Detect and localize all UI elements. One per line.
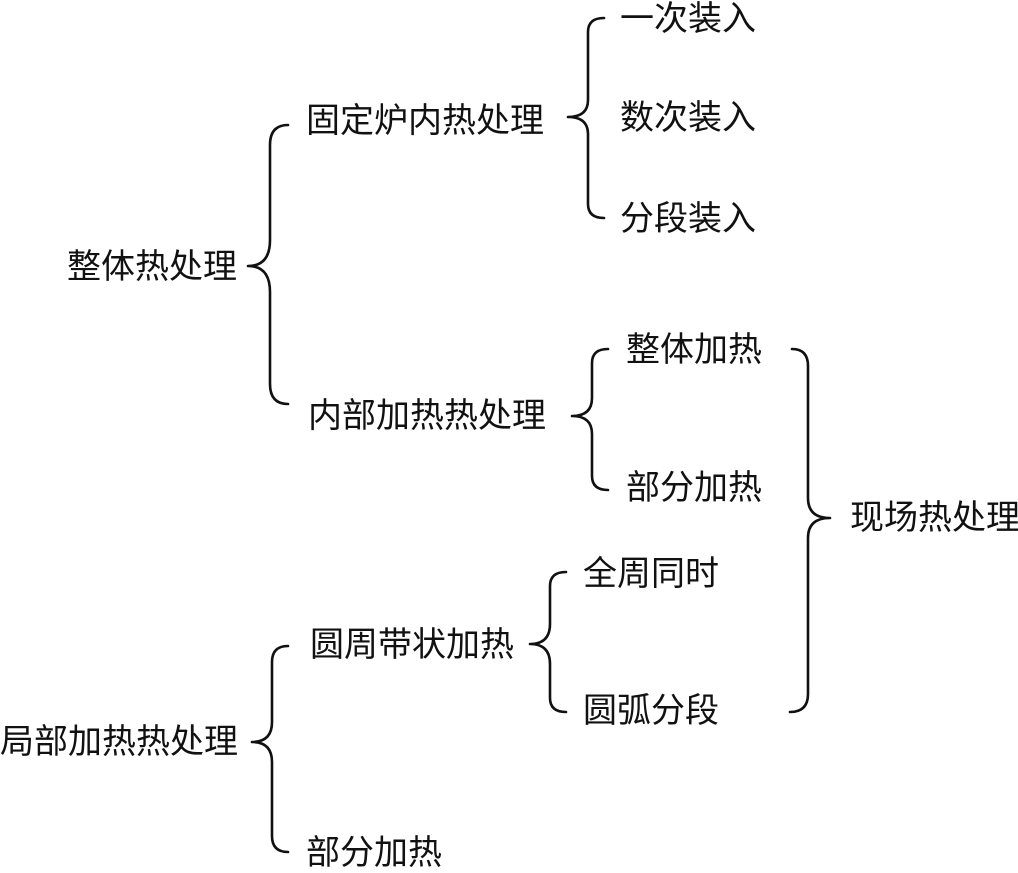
node-whole-heat-treatment: 整体热处理 xyxy=(67,247,237,287)
brace-internal-heating xyxy=(570,347,610,492)
node-fixed-furnace: 固定炉内热处理 xyxy=(306,101,544,141)
node-partial-heating-internal: 部分加热 xyxy=(626,468,762,508)
node-circumferential-band: 圆周带状加热 xyxy=(310,625,514,665)
node-internal-heating: 内部加热热处理 xyxy=(308,396,546,436)
brace-onsite xyxy=(788,347,832,714)
brace-local-heating xyxy=(250,644,290,854)
node-whole-heating: 整体加热 xyxy=(626,330,762,370)
node-onsite-heat-treatment: 现场热处理 xyxy=(850,498,1018,538)
node-local-heat-treatment: 局部加热热处理 xyxy=(0,722,238,762)
node-arc-section: 圆弧分段 xyxy=(583,691,719,731)
brace-circumferential xyxy=(528,570,568,714)
brace-whole-heat-treatment xyxy=(246,123,290,406)
node-partial-heating-local: 部分加热 xyxy=(306,833,442,873)
node-full-circle: 全周同时 xyxy=(583,554,719,594)
brace-fixed-furnace xyxy=(566,16,606,220)
node-section-load: 分段装入 xyxy=(620,199,756,239)
node-multiple-load: 数次装入 xyxy=(620,98,756,138)
node-once-load: 一次装入 xyxy=(620,0,756,39)
